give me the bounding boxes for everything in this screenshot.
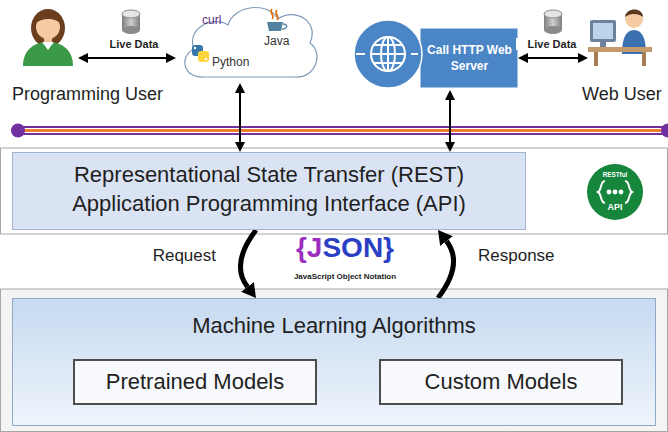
json-caption: JavaScript Object Notation <box>262 272 428 281</box>
node-text: Machine Learning Algorithms <box>13 313 655 339</box>
node-text: Call HTTP Web Server <box>422 29 517 87</box>
curved-arrow <box>438 241 454 298</box>
double-arrow <box>528 57 578 59</box>
node-text: Web User <box>582 84 662 105</box>
model-box: Custom Models <box>379 359 623 405</box>
node-text: Representational State Transfer (REST) A… <box>49 161 489 218</box>
user-icon-node: Programming User <box>18 4 78 66</box>
node-text: RESTful <box>587 171 643 178</box>
python-logo <box>192 45 209 62</box>
edge-label: Live Data <box>516 38 588 50</box>
rest-api-box: Representational State Transfer (REST) A… <box>12 152 526 230</box>
double-arrow <box>449 100 451 142</box>
node-text: Custom Models <box>381 361 621 403</box>
node-text: curl <box>202 13 221 27</box>
node-text: Java <box>264 34 289 48</box>
edge-label: Response <box>478 246 578 266</box>
node-text: Programming User <box>12 84 163 105</box>
globe-icon <box>356 37 418 71</box>
json-logo: {JSON} <box>270 232 420 264</box>
edge-label: Request <box>110 246 216 266</box>
double-arrow <box>88 57 166 59</box>
java-logo <box>267 9 287 31</box>
web-user-node: Web User <box>588 4 652 66</box>
node-text: Pretrained Models <box>75 361 315 403</box>
database-icon <box>122 10 140 34</box>
database-icon <box>544 10 562 34</box>
api-band <box>1 148 668 234</box>
ml-frame <box>1 289 668 432</box>
web-user-icon <box>588 4 652 66</box>
ml-algorithms-box: Machine Learning AlgorithmsPretrained Mo… <box>12 298 656 426</box>
bus-line <box>11 124 668 138</box>
node-text: API <box>587 202 643 212</box>
model-box: Pretrained Models <box>73 359 317 405</box>
cloud-shape <box>176 1 320 83</box>
restful-badge: RESTfulAPI <box>587 164 643 220</box>
web-server-box: Call HTTP Web Server <box>352 18 518 90</box>
node-text: Python <box>212 55 249 69</box>
language-cloud: curlJavaPython <box>176 1 320 83</box>
programming-user-icon <box>18 4 78 66</box>
edge-label: Live Data <box>96 38 172 50</box>
double-arrow <box>239 93 241 142</box>
curved-arrow <box>240 230 256 287</box>
